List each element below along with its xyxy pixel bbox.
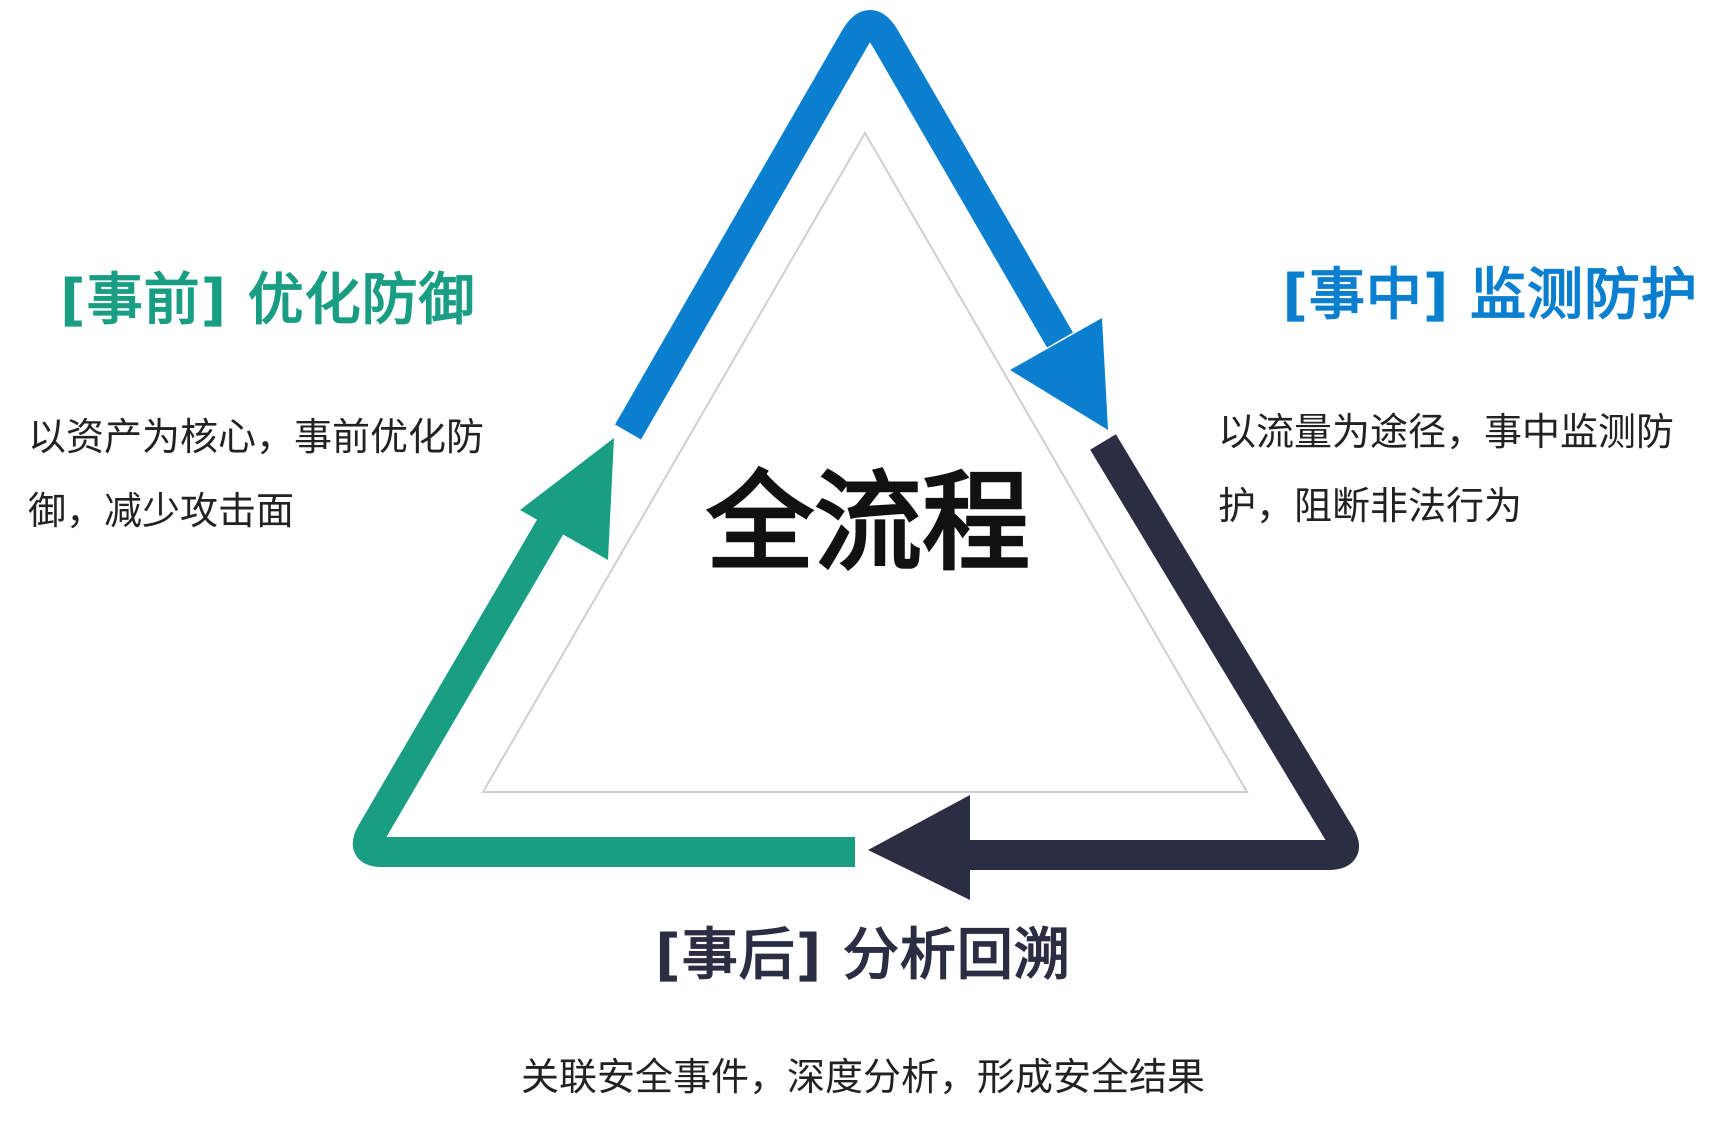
before-arrow-shaft xyxy=(352,497,855,867)
inner-triangle xyxy=(481,131,1249,793)
during-arrow xyxy=(615,10,1108,440)
after-arrow xyxy=(868,434,1359,900)
during-stage-title: [事中] 监测防护 xyxy=(1282,263,1698,328)
during-stage-description: 以流量为途径，事中监测防护，阻断非法行为 xyxy=(1218,410,1675,528)
during-arrow-head xyxy=(1010,318,1108,430)
after-stage-description: 关联安全事件，深度分析，形成安全结果 xyxy=(520,1055,1205,1099)
after-stage-title: [事后] 分析回溯 xyxy=(655,923,1071,988)
after-arrow-head xyxy=(868,795,970,900)
before-stage-description: 以资产为核心，事前优化防御，减少攻击面 xyxy=(28,415,485,533)
center-label: 全流程 xyxy=(705,461,1030,586)
before-stage-title: [事前] 优化防御 xyxy=(60,268,476,333)
before-arrow-head xyxy=(520,438,614,560)
before-arrow xyxy=(352,438,855,867)
after-arrow-shaft xyxy=(960,434,1359,870)
during-arrow-shaft xyxy=(615,10,1073,440)
